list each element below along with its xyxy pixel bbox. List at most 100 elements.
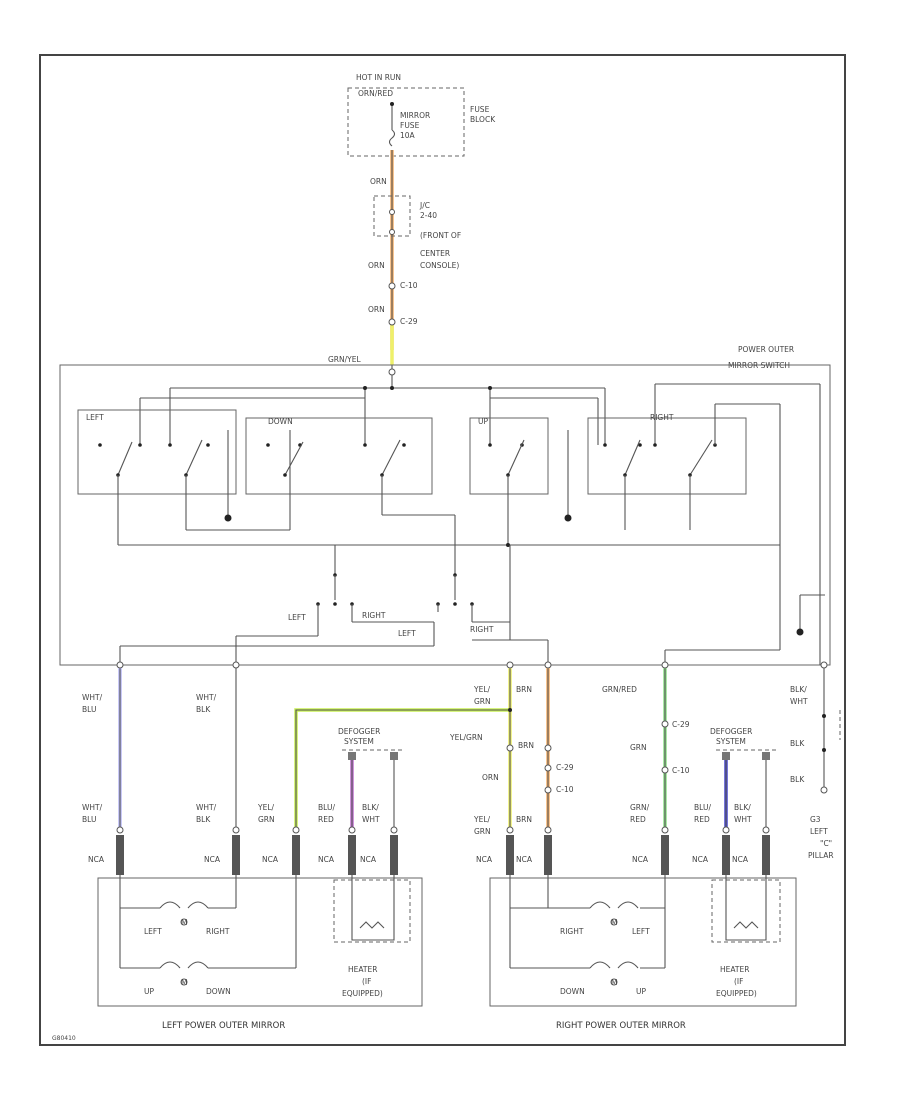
wht-blu-label: WHT/ bbox=[82, 693, 103, 702]
selector-left-label: LEFT bbox=[288, 613, 306, 622]
orn-label-1: ORN bbox=[370, 177, 387, 186]
jc-label-4: CENTER bbox=[420, 249, 450, 258]
defogger-right: DEFOGGER SYSTEM bbox=[710, 727, 776, 760]
mirror-fuse-label-2: FUSE bbox=[400, 121, 420, 130]
blk-wht-label-2: WHT bbox=[790, 697, 808, 706]
switch-icon bbox=[98, 439, 717, 477]
yel-grn-bottom-right-label-2: GRN bbox=[474, 827, 491, 836]
left-mirror-down-label: DOWN bbox=[206, 987, 231, 996]
switch-left-label: LEFT bbox=[86, 413, 104, 422]
motor-label-3: M bbox=[611, 918, 617, 927]
switch-right-label: RIGHT bbox=[650, 413, 674, 422]
right-mirror-up-label: UP bbox=[636, 987, 646, 996]
heater-element-icon bbox=[359, 921, 385, 929]
right-power-outer-mirror: M M RIGHT LEFT DOWN UP HEATER (IF EQUIPP… bbox=[489, 875, 797, 1031]
left-power-outer-mirror: M M LEFT RIGHT UP DOWN HEATER (IF EQUIPP… bbox=[97, 875, 423, 1031]
nca-label-3: NCA bbox=[262, 855, 279, 864]
ground-icon bbox=[564, 514, 572, 522]
right-mirror-right-label: RIGHT bbox=[560, 927, 584, 936]
wire-labels: WHT/ BLU WHT/ BLK YEL/ GRN BRN GRN/RED B… bbox=[82, 685, 841, 794]
wht-blu-label-2: BLU bbox=[82, 705, 96, 714]
defogger-right-label-2: SYSTEM bbox=[716, 737, 746, 746]
yel-grn-label-2: GRN bbox=[474, 697, 491, 706]
wht-blk-label: WHT/ bbox=[196, 693, 217, 702]
c10-label-b: C-10 bbox=[672, 766, 690, 775]
blk-wht-left-label: BLK/ bbox=[362, 803, 379, 812]
wht-blu-bottom-label-2: BLU bbox=[82, 815, 96, 824]
c10-label-c: C-10 bbox=[556, 785, 574, 794]
blu-red-left-label: BLU/ bbox=[318, 803, 335, 812]
blk-wht-label: BLK/ bbox=[790, 685, 807, 694]
nca-label-1: NCA bbox=[88, 855, 105, 864]
motor-icon bbox=[159, 901, 209, 926]
switch-up-label: UP bbox=[478, 417, 488, 426]
blk-wht-right-label: BLK/ bbox=[734, 803, 751, 812]
wht-blk-label-2: BLK bbox=[196, 705, 211, 714]
motor-icon bbox=[589, 901, 639, 926]
ground-g3-label: G3 bbox=[810, 815, 821, 824]
brn-bottom-label: BRN bbox=[516, 815, 532, 824]
wht-blk-bottom-label-2: BLK bbox=[196, 815, 211, 824]
fuse-block: HOT IN RUN ORN/RED MIRROR FUSE 10A FUSE … bbox=[347, 73, 496, 157]
wht-blu-bottom-label: WHT/ bbox=[82, 803, 103, 812]
power-outer-mirror-switch: GRN/YEL POWER OUTER MIRROR SWITCH LEFT D… bbox=[59, 345, 831, 666]
heater-element-icon bbox=[733, 921, 759, 929]
grn-red-label: GRN/RED bbox=[602, 685, 637, 694]
bottom-wire-labels: WHT/ BLU WHT/ BLK YEL/ GRN BLU/ RED BLK/… bbox=[82, 803, 834, 860]
left-heater-label-2: (IF bbox=[362, 977, 371, 986]
right-mirror-left-label: LEFT bbox=[632, 927, 650, 936]
nca-label-8: NCA bbox=[632, 855, 649, 864]
ground-icon bbox=[224, 514, 232, 522]
motor-icon bbox=[159, 961, 209, 986]
defogger-left-label: DEFOGGER bbox=[338, 727, 380, 736]
mirror-connectors: NCA NCA NCA NCA NCA NCA NCA NCA NCA NCA bbox=[88, 826, 770, 875]
diagram-code: G80410 bbox=[52, 1035, 76, 1042]
grn-yel-label: GRN/YEL bbox=[328, 355, 361, 364]
left-mirror-up-label: UP bbox=[144, 987, 154, 996]
connector-icon bbox=[388, 282, 396, 290]
nca-label-10: NCA bbox=[732, 855, 749, 864]
orn-label-2: ORN bbox=[368, 261, 385, 270]
orn-red-label: ORN/RED bbox=[358, 89, 393, 98]
nca-label-4: NCA bbox=[318, 855, 335, 864]
ground-g3-label-3: "C" bbox=[820, 839, 832, 848]
blu-red-left-label-2: RED bbox=[318, 815, 334, 824]
jc-label-3: (FRONT OF bbox=[420, 231, 461, 240]
nca-label-5: NCA bbox=[360, 855, 377, 864]
brn-label: BRN bbox=[516, 685, 532, 694]
motor-icon bbox=[589, 961, 639, 986]
c29-label-c: C-29 bbox=[556, 763, 574, 772]
fuse-block-label-2: BLOCK bbox=[470, 115, 496, 124]
power-switch-label: POWER OUTER bbox=[738, 345, 794, 354]
jc-label: J/C bbox=[419, 201, 430, 210]
selector-left-label-2: LEFT bbox=[398, 629, 416, 638]
defogger-left-label-2: SYSTEM bbox=[344, 737, 374, 746]
blu-red-right-label: BLU/ bbox=[694, 803, 711, 812]
left-mirror-right-label: RIGHT bbox=[206, 927, 230, 936]
nca-label-7: NCA bbox=[516, 855, 533, 864]
yel-grn-mid-label: YEL/GRN bbox=[449, 733, 483, 742]
right-heater-label-2: (IF bbox=[734, 977, 743, 986]
right-mirror-caption: RIGHT POWER OUTER MIRROR bbox=[556, 1021, 686, 1031]
grn-label: GRN bbox=[630, 743, 647, 752]
switch-output-connectors bbox=[116, 661, 828, 669]
ground-g3-label-4: PILLAR bbox=[808, 851, 834, 860]
right-mirror-down-label: DOWN bbox=[560, 987, 585, 996]
power-switch-label-2: MIRROR SWITCH bbox=[728, 361, 790, 370]
motor-label-4: M bbox=[611, 978, 617, 987]
yel-grn-bottom-right-label: YEL/ bbox=[473, 815, 490, 824]
blk-label-2: BLK bbox=[790, 775, 805, 784]
left-mirror-caption: LEFT POWER OUTER MIRROR bbox=[162, 1021, 285, 1031]
brn-mid-label: BRN bbox=[518, 741, 534, 750]
ground-g3-label-2: LEFT bbox=[810, 827, 828, 836]
mirror-fuse-label: MIRROR bbox=[400, 111, 430, 120]
motor-label-1: M bbox=[181, 918, 187, 927]
nca-label-2: NCA bbox=[204, 855, 221, 864]
defogger-left: DEFOGGER SYSTEM bbox=[338, 727, 404, 760]
left-heater-label-3: EQUIPPED) bbox=[342, 989, 383, 998]
blk-wht-right-label-2: WHT bbox=[734, 815, 752, 824]
left-heater-label: HEATER bbox=[348, 965, 377, 974]
wht-blk-bottom-label: WHT/ bbox=[196, 803, 217, 812]
grn-red-bottom-label: GRN/ bbox=[630, 803, 650, 812]
blk-label-1: BLK bbox=[790, 739, 805, 748]
